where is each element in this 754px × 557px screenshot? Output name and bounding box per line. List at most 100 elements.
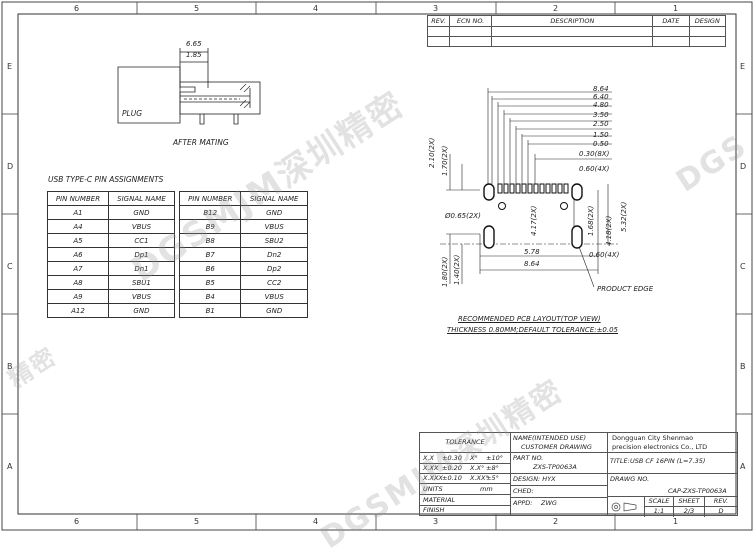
zone-top-3: 3 <box>433 4 439 13</box>
pcb-dim-480: 4.80 <box>593 101 609 109</box>
zone-bottom-4: 4 <box>313 517 319 526</box>
product-edge-label: PRODUCT EDGE <box>597 285 654 293</box>
zone-left-C: C <box>7 262 13 271</box>
zone-left-B: B <box>7 362 13 371</box>
pcb-dim-030: 0.30(8X) <box>579 150 610 158</box>
title-value: USB CF 16PIN (L=7.35) <box>630 457 706 465</box>
tolerance-cell: X.X° <box>470 464 485 472</box>
pcb-dim-150: 1.50 <box>593 131 609 139</box>
units-label: UNITS <box>423 485 443 493</box>
zone-top-2: 2 <box>553 4 559 13</box>
pcb-hole-dim: Ø0.65(2X) <box>445 212 481 220</box>
company-line1: Dongguan City Shenmao <box>612 434 694 442</box>
pcb-dim-170: 1.70(2X) <box>441 145 449 176</box>
signal-name-cell: SBU2 <box>240 233 308 248</box>
pin-number-cell: B5 <box>178 275 242 290</box>
pcb-dim-250: 2.50 <box>593 120 609 128</box>
zone-top-1: 1 <box>673 4 679 13</box>
rev-label: REV. <box>705 497 737 507</box>
tolerance-label: TOLERANCE <box>420 433 510 453</box>
zone-top-4: 4 <box>313 4 319 13</box>
ecn-header: ECN NO. <box>448 15 493 27</box>
zone-left-A: A <box>7 462 13 471</box>
signal-name-header: SIGNAL NAME <box>107 191 176 206</box>
pin-number-cell: A8 <box>47 275 109 290</box>
pcb-pad-dim: 0.60(4X) <box>589 251 620 259</box>
signal-name-cell: VBUS <box>240 289 308 304</box>
pcb-dim-864: 8.64 <box>593 85 609 93</box>
scale-label: SCALE <box>645 497 673 507</box>
design-header: DESIGN <box>688 15 727 27</box>
pcb-dim-640: 6.40 <box>593 93 609 101</box>
sheet-value: 2/3 <box>683 507 695 515</box>
zone-bottom-3: 3 <box>433 517 439 526</box>
after-mating-caption: AFTER MATING <box>173 138 229 147</box>
description-header: DESCRIPTION <box>491 15 654 27</box>
signal-name-cell: GND <box>107 303 176 318</box>
sheet-label: SHEET <box>674 497 704 507</box>
pcb-layout-drawing <box>440 88 618 288</box>
drawing-no-label: DRAWG NO. <box>610 475 650 483</box>
projection-symbol <box>608 497 645 517</box>
signal-name-cell: GND <box>107 205 176 220</box>
zone-right-A: A <box>740 462 746 471</box>
signal-name-cell: Dn2 <box>240 247 308 262</box>
tolerance-cell: ±0.30 <box>442 454 462 462</box>
part-no-value: ZXS-TP0063A <box>533 463 577 471</box>
zone-top-5: 5 <box>194 4 200 13</box>
pin-number-cell: A4 <box>47 219 109 234</box>
mating-view-drawing <box>117 48 261 125</box>
pcb-dim-168: 1.68(2X) <box>587 205 595 236</box>
pin-number-cell: B1 <box>178 303 242 318</box>
signal-name-cell: CC2 <box>240 275 308 290</box>
zone-right-B: B <box>740 362 746 371</box>
revision-table: REV. ECN NO. DESCRIPTION DATE DESIGN <box>427 15 727 47</box>
pcb-layout-note: THICKNESS 0.80MM;DEFAULT TOLERANCE:±0.05 <box>447 326 619 334</box>
pcb-dim-140: 1.40(2X) <box>453 254 461 285</box>
pin-number-cell: B4 <box>178 289 242 304</box>
zone-bottom-6: 6 <box>74 517 80 526</box>
zone-bottom-1: 1 <box>673 517 679 526</box>
tolerance-cell: X.X <box>423 454 434 462</box>
pin-assignments-title: USB TYPE-C PIN ASSIGNMENTS <box>48 175 164 184</box>
finish-label: FINISH <box>423 506 445 514</box>
zone-right-D: D <box>740 162 747 171</box>
pcb-dim-180: 1.80(2X) <box>441 256 449 287</box>
signal-name-cell: GND <box>240 303 308 318</box>
name-value: CUSTOMER DRAWING <box>521 443 592 451</box>
company-line2: precision electronics Co., LTD <box>612 443 708 451</box>
zone-right-C: C <box>740 262 746 271</box>
date-header: DATE <box>652 15 690 27</box>
zone-right-E: E <box>740 62 746 71</box>
signal-name-cell: VBUS <box>107 289 176 304</box>
zone-bottom-2: 2 <box>553 517 559 526</box>
mating-dim-second: 1.85 <box>186 51 202 59</box>
mating-dim-top: 6.65 <box>186 40 202 48</box>
pin-number-cell: A12 <box>47 303 109 318</box>
title-label: TITLE: <box>610 457 630 465</box>
plug-label: PLUG <box>122 109 143 118</box>
part-no-label: PART NO. <box>513 454 544 462</box>
rev-header: REV. <box>427 15 450 27</box>
pin-number-cell: A9 <box>47 289 109 304</box>
drawing-no-value: CAP-ZXS-TP0063A <box>668 487 727 495</box>
approved-value: ZWG <box>541 499 557 507</box>
tolerance-cell: ±5° <box>486 474 499 482</box>
pcb-dim-210: 2.10(2X) <box>428 137 436 168</box>
